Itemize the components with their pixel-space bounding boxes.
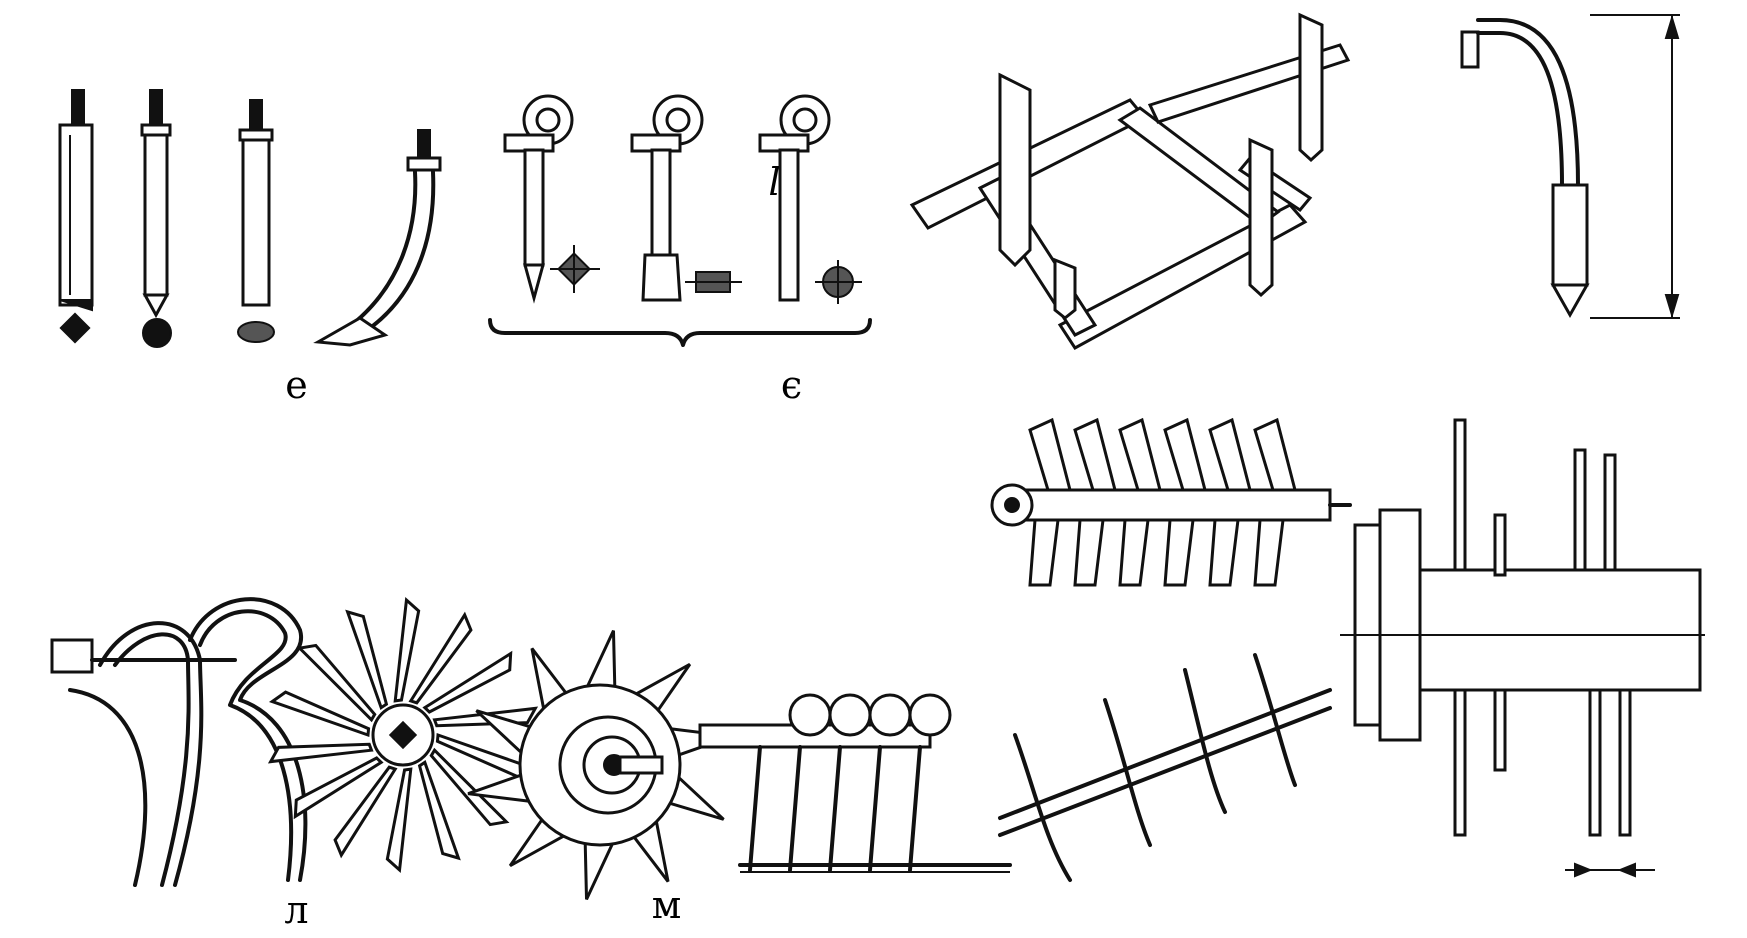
roller-blade bbox=[1163, 417, 1207, 492]
label-e: е bbox=[285, 363, 308, 407]
tine-curved-drawing bbox=[313, 129, 442, 347]
roller-blade bbox=[1118, 518, 1150, 587]
spike-roller-drawing bbox=[1340, 418, 1705, 878]
star-wheel-finger bbox=[429, 747, 510, 827]
dimension-label-l: l bbox=[768, 160, 780, 204]
roller-blade bbox=[1073, 417, 1117, 492]
tine-pin-group-drawing bbox=[488, 94, 872, 347]
roller-blade bbox=[1253, 417, 1297, 492]
tine-row-drawing bbox=[698, 693, 1012, 873]
roller-blade bbox=[1028, 417, 1072, 492]
disc-spike bbox=[582, 630, 617, 693]
spike-disc-drawing bbox=[467, 630, 733, 900]
star-wheel-finger bbox=[267, 742, 374, 764]
star-wheel-finger bbox=[408, 611, 473, 705]
pin-tine-3 bbox=[758, 94, 862, 304]
star-wheel-finger bbox=[296, 643, 377, 723]
group-bracket bbox=[488, 318, 872, 347]
star-wheel-finger bbox=[345, 609, 389, 710]
tine-bent-drawing bbox=[1460, 14, 1680, 319]
star-wheel-finger bbox=[385, 767, 413, 874]
roller-blade bbox=[1208, 417, 1252, 492]
helical-shaft-drawing bbox=[998, 653, 1332, 882]
tine-square-drawing bbox=[58, 89, 94, 344]
bladed-roller-drawing bbox=[990, 417, 1352, 587]
star-wheel-finger bbox=[268, 690, 371, 738]
star-wheel-drawing bbox=[267, 596, 539, 874]
label-ye: є bbox=[781, 363, 802, 407]
tine-oval-drawing bbox=[237, 99, 275, 343]
roller-blade bbox=[1163, 518, 1195, 587]
star-wheel-finger bbox=[293, 756, 384, 820]
pin-tine-2 bbox=[630, 94, 742, 302]
roller-blade bbox=[1118, 417, 1162, 492]
disc-spike bbox=[583, 837, 618, 900]
label-el: л bbox=[284, 888, 308, 932]
roller-blade bbox=[1028, 518, 1060, 587]
roller-blade bbox=[1253, 518, 1285, 587]
roller-blade bbox=[1208, 518, 1240, 587]
roller-blade bbox=[1073, 518, 1105, 587]
star-wheel-finger bbox=[393, 596, 421, 703]
label-m: м bbox=[652, 883, 682, 927]
pin-tine-1 bbox=[503, 94, 600, 304]
tine-round-drawing bbox=[140, 89, 172, 348]
spring-tine-drawing bbox=[50, 597, 308, 887]
star-wheel-finger bbox=[417, 760, 461, 861]
star-wheel-finger bbox=[333, 765, 398, 859]
tine-frame-drawing bbox=[909, 12, 1351, 350]
star-wheel-finger bbox=[422, 650, 513, 714]
